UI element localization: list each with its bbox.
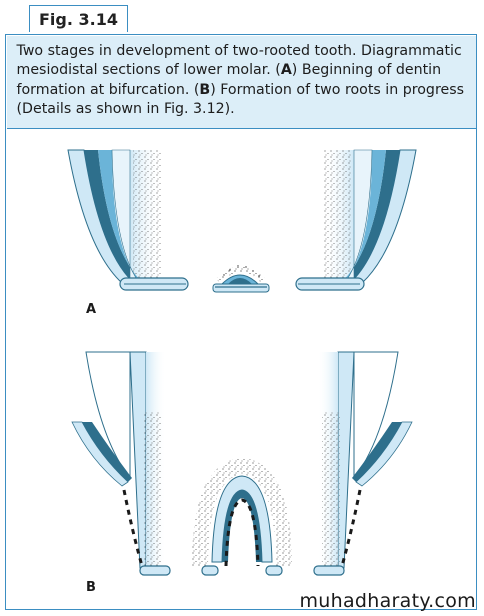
panel-a-left-root (67, 149, 189, 291)
caption-label-a: A (280, 62, 292, 78)
watermark: muhadharaty.com (299, 590, 476, 612)
panel-label-a: A (86, 302, 97, 317)
figure-tab: Fig. 3.14 (29, 5, 128, 32)
figure-number: Fig. 3.14 (39, 9, 118, 29)
panel-b-right-root (313, 351, 413, 576)
panel-label-b: B (86, 580, 96, 595)
caption-text-3: ) Formation of two roots in progress (De… (16, 81, 464, 118)
panel-a-right-root (295, 149, 417, 291)
panel-b-bifurcation (192, 457, 292, 576)
caption-text-1: Two stages in development of two-rooted … (16, 42, 462, 79)
caption-text-2: ) Beginning of dentin formation at bifur… (16, 62, 442, 98)
panel-b-left-root (71, 351, 171, 576)
panel-a-bifurcation (212, 265, 270, 293)
figure-frame (5, 34, 477, 610)
caption-label-b: B (199, 81, 211, 98)
figure-caption: Two stages in development of two-rooted … (6, 35, 476, 129)
